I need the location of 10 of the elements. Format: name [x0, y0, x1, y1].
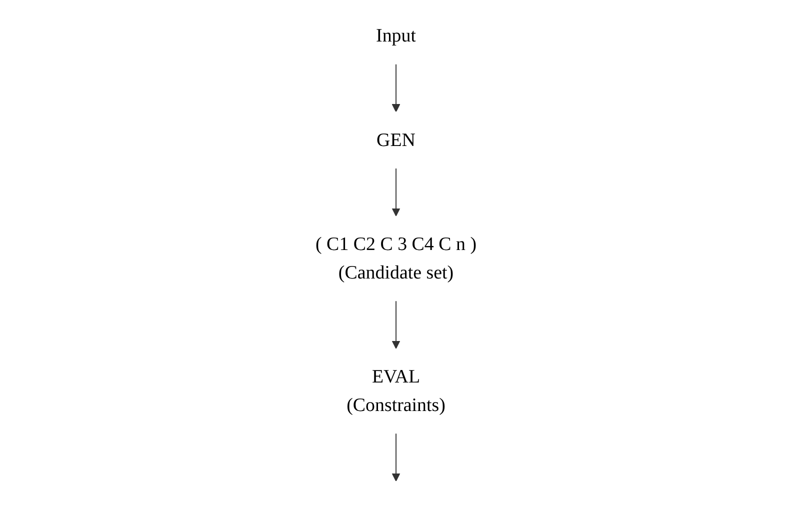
node-text: EVAL [372, 366, 421, 388]
node-text: GEN [377, 130, 416, 151]
arrow [392, 64, 401, 112]
node-label: (Constraints) [347, 394, 446, 416]
node-text: ( C1 C2 C 3 C4 C n ) [316, 234, 477, 255]
node-label: (Candidate set) [338, 262, 454, 284]
arrow [392, 168, 401, 216]
arrow [392, 433, 401, 482]
node-text: Input [376, 26, 416, 46]
arrow [392, 300, 401, 349]
